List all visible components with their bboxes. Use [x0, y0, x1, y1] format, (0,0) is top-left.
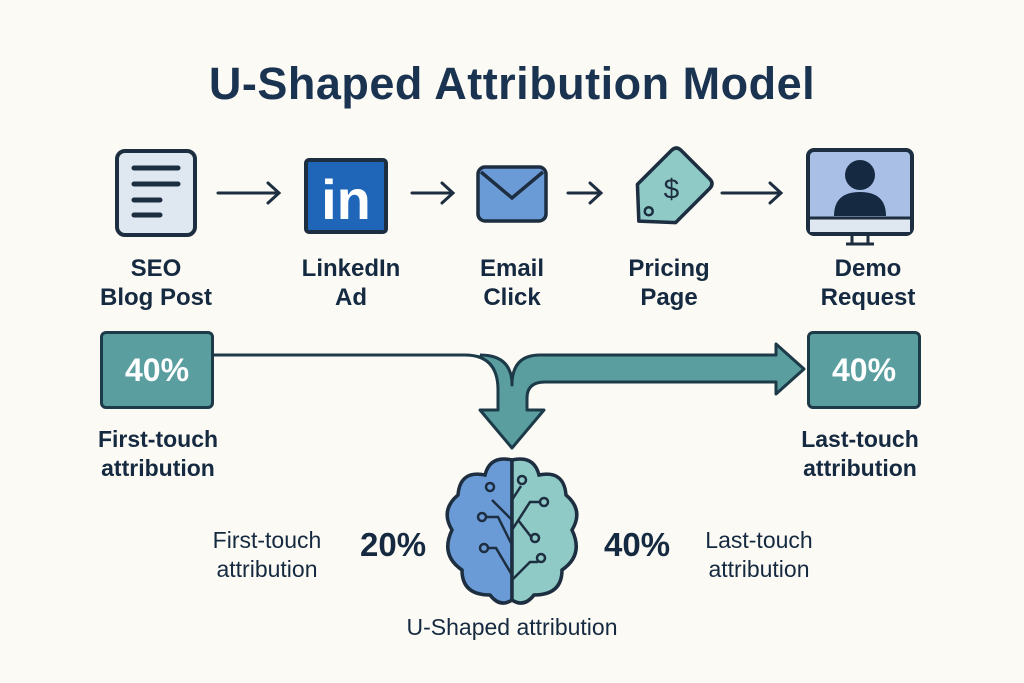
bottom-first-touch-pct: 20%	[360, 526, 427, 563]
linkedin-icon: in	[304, 158, 388, 234]
price-tag-icon: $	[635, 146, 714, 225]
page-title: U-Shaped Attribution Model	[208, 58, 816, 109]
flow-arrows	[216, 181, 784, 205]
document-icon	[115, 149, 197, 237]
monitor-user-icon	[806, 148, 914, 246]
u-shaped-flow-arrow	[212, 342, 806, 450]
brain-icon	[445, 457, 579, 605]
u-shaped-caption: U-Shaped attribution	[406, 614, 618, 640]
email-icon	[476, 165, 548, 223]
first-touch-box: 40%	[100, 331, 214, 409]
bottom-last-touch-pct: 40%	[604, 526, 671, 563]
last-touch-box: 40%	[807, 331, 921, 409]
svg-text:in: in	[321, 168, 371, 231]
svg-text:$: $	[664, 174, 680, 205]
